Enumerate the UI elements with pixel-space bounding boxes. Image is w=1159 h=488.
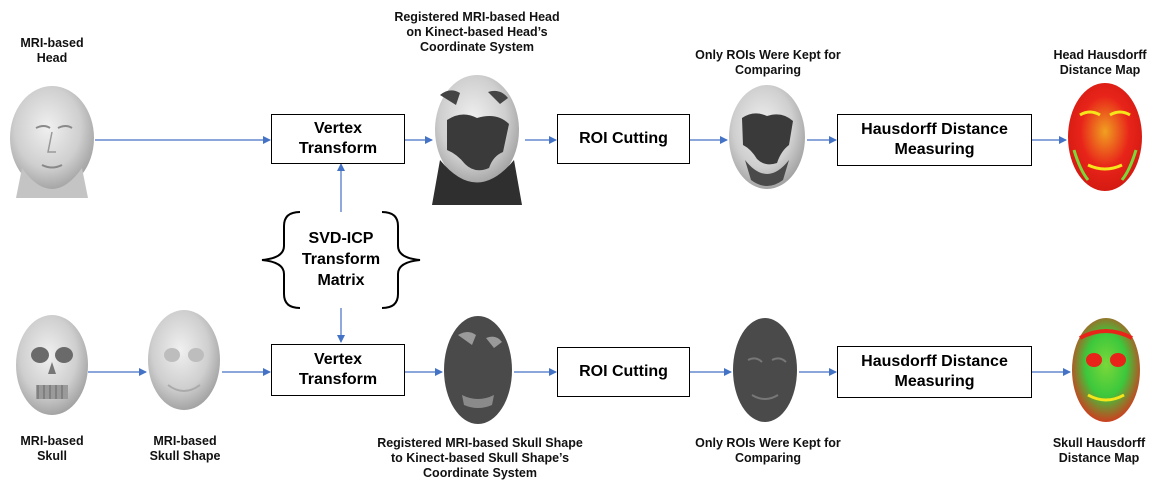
registered-head-label: Registered MRI-based Head on Kinect-base… (394, 10, 560, 54)
mri-skull-label: MRI-based Skull (20, 434, 84, 463)
registered-skull-label: Registered MRI-based Skull Shape to Kine… (377, 436, 583, 480)
mri-head-label: MRI-based Head (20, 36, 84, 65)
top-roi-cutting-box: ROI Cutting (557, 114, 690, 164)
head-map-label: Head Hausdorff Distance Map (1053, 48, 1147, 77)
registered-skull-image (444, 316, 512, 424)
top-hausdorff-box: Hausdorff Distance Measuring (837, 114, 1032, 166)
skull-map-label: Skull Hausdorff Distance Map (1052, 436, 1146, 465)
mri-head-image (10, 86, 94, 198)
right-brace (381, 211, 421, 309)
mri-skull-shape-label: MRI-based Skull Shape (149, 434, 221, 463)
left-brace (261, 211, 301, 309)
bottom-roi-cutting-box: ROI Cutting (557, 347, 690, 397)
head-hausdorff-map-image (1068, 83, 1142, 191)
top-vertex-transform-box: Vertex Transform (271, 114, 405, 164)
bottom-hausdorff-box: Hausdorff Distance Measuring (837, 346, 1032, 398)
rois-kept-skull-label: Only ROIs Were Kept for Comparing (695, 436, 841, 465)
rois-kept-head-label: Only ROIs Were Kept for Comparing (695, 48, 841, 77)
registered-head-image (432, 75, 522, 205)
roi-skull-image (733, 318, 797, 422)
svd-icp-matrix-label: SVD-ICP Transform Matrix (301, 230, 381, 289)
mri-skull-image (16, 315, 88, 415)
roi-head-image (729, 85, 805, 189)
mri-skull-shape-image (148, 310, 220, 410)
bottom-vertex-transform-box: Vertex Transform (271, 344, 405, 396)
skull-hausdorff-map-image (1072, 318, 1140, 422)
